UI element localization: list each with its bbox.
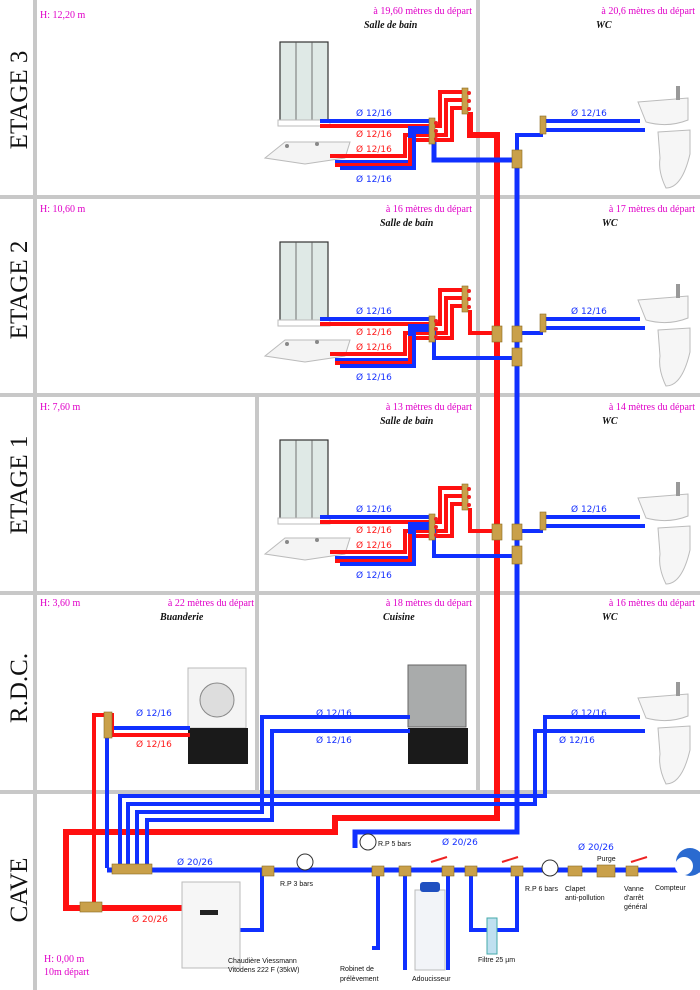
room-rdc-wc: WC — [602, 612, 618, 623]
laundry-sink-icon — [188, 728, 248, 764]
toilet-icon — [637, 85, 691, 189]
start-label: 10m départ — [44, 967, 89, 978]
dishwasher-icon — [407, 664, 467, 728]
pipe-label: Ø 12/16 — [356, 129, 392, 140]
height-etage2: H: 10,60 m — [40, 204, 86, 215]
toilet-icon — [637, 681, 691, 785]
room-rdc-laundry: Buanderie — [159, 612, 204, 623]
pipe-label: Ø 12/16 — [356, 174, 392, 185]
distance-etage1-bathroom: à 13 mètres du départ — [386, 402, 472, 413]
cold-manifold — [111, 863, 153, 875]
pipe-label: Ø 12/16 — [571, 504, 607, 515]
distance-etage2-wc: à 17 mètres du départ — [609, 204, 695, 215]
pipe-label: Ø 12/16 — [136, 739, 172, 750]
pipe-label: Ø 12/16 — [356, 372, 392, 383]
pipe-label: Ø 12/16 — [356, 342, 392, 353]
floor-etage1-pipes: Ø 12/16 Ø 12/16 Ø 12/16 Ø 12/16 Ø 12/16 — [264, 439, 691, 585]
pipe-label: Ø 12/16 — [316, 708, 352, 719]
height-rdc: H: 3,60 m — [40, 598, 81, 609]
floor-etage2-pipes: Ø 12/16 Ø 12/16 Ø 12/16 Ø 12/16 Ø 12/16 — [264, 241, 691, 387]
floor-label-etage1: ETAGE 1 — [6, 436, 33, 535]
pipe-label: Purge — [597, 856, 616, 863]
pipe-label: Ø 12/16 — [356, 108, 392, 119]
pipe-label: Vitodens 222 F (35kW) — [228, 967, 299, 974]
floor-rdc-pipes: Ø 12/16 Ø 12/16 Ø 12/16 Ø 12/16 Ø 12/16 … — [92, 664, 691, 908]
pipe-label: R.P 3 bars — [280, 881, 313, 888]
purge-filter-icon — [596, 864, 616, 878]
pipe-label: prélèvement — [340, 976, 379, 983]
distance-etage2-bathroom: à 16 mètres du départ — [386, 204, 472, 215]
pipe-label: anti-pollution — [565, 895, 605, 902]
pipe-label: Ø 12/16 — [559, 735, 595, 746]
pipe-label: Ø 12/16 — [316, 735, 352, 746]
pipe-label: Ø 12/16 — [136, 708, 172, 719]
pipe-label: Vanne — [624, 886, 644, 893]
floor-label-cave: CAVE — [6, 858, 33, 923]
pipe-label: Ø 12/16 — [356, 306, 392, 317]
shower-icon — [277, 41, 331, 127]
height-cave: H: 0,00 m — [44, 954, 85, 965]
pipe-label: Ø 20/26 — [442, 837, 478, 848]
floor-label-rdc: R.D.C. — [6, 653, 33, 723]
room-etage1-bathroom: Salle de bain — [380, 416, 434, 427]
pipe-label: Robinet de — [340, 966, 374, 973]
pipe-label: Ø 12/16 — [356, 540, 392, 551]
pipe-label: Ø 12/16 — [356, 570, 392, 581]
pipe-label: Ø 20/26 — [578, 842, 614, 853]
distance-etage1-wc: à 14 mètres du départ — [609, 402, 695, 413]
distance-etage3-wc: à 20,6 mètres du départ — [601, 6, 695, 17]
floor-etage3-pipes: Ø 12/16 Ø 12/16 Ø 12/16 Ø 12/16 Ø 12/16 — [264, 41, 691, 189]
pipe-label: Ø 12/16 — [356, 327, 392, 338]
hot-riser — [63, 112, 500, 911]
hot-manifold — [79, 901, 103, 913]
room-rdc-kitchen: Cuisine — [383, 612, 415, 623]
distance-rdc-kitchen: à 18 mètres du départ — [386, 598, 472, 609]
softener-icon — [414, 889, 446, 971]
pipe-label: général — [624, 904, 648, 911]
pipe-label: Ø 12/16 — [356, 144, 392, 155]
pipe-label: d'arrêt — [624, 895, 644, 902]
kitchen-sink-icon — [408, 728, 468, 764]
distance-rdc-laundry: à 22 mètres du départ — [168, 598, 254, 609]
pipe-label: Ø 12/16 — [571, 306, 607, 317]
pipe-label: Compteur — [655, 885, 686, 892]
pipe-label: R.P 5 bars — [378, 841, 411, 848]
pipe-label: Ø 12/16 — [356, 525, 392, 536]
pipe-label: Ø 20/26 — [132, 914, 168, 925]
pipe-label: Adoucisseur — [412, 976, 451, 983]
pipe-label: Ø 12/16 — [356, 504, 392, 515]
distance-rdc-wc: à 16 mètres du départ — [609, 598, 695, 609]
pipe-label: Clapet — [565, 886, 585, 893]
pipe-label: Ø 12/16 — [571, 108, 607, 119]
boiler-icon — [181, 881, 241, 969]
pipe-label: Chaudière Viessmann — [228, 958, 297, 965]
room-etage2-wc: WC — [602, 218, 618, 229]
room-etage3-bathroom: Salle de bain — [364, 20, 418, 31]
height-etage1: H: 7,60 m — [40, 402, 81, 413]
pipe-label: Ø 12/16 — [571, 708, 607, 719]
cold-riser — [352, 130, 520, 848]
height-etage3: H: 12,20 m — [40, 10, 86, 21]
pipe-label: R.P 6 bars — [525, 886, 558, 893]
pipe-label: Filtre 25 µm — [478, 957, 515, 964]
room-etage1-wc: WC — [602, 416, 618, 427]
cave-installation: Ø 20/26 Ø 20/26 Ø 20/26 Ø 20/26 R.P 3 ba… — [79, 833, 700, 983]
room-etage3-wc: WC — [596, 20, 612, 31]
floor-label-etage2: ETAGE 2 — [6, 241, 33, 340]
filter-icon — [486, 917, 498, 955]
room-etage2-bathroom: Salle de bain — [380, 218, 434, 229]
pressure-gauge-icon — [296, 853, 314, 871]
floor-label-etage3: ETAGE 3 — [6, 51, 33, 150]
tee-fitting — [511, 149, 523, 169]
distance-etage3-bathroom: à 19,60 mètres du départ — [373, 6, 472, 17]
pipe-label: Ø 20/26 — [177, 857, 213, 868]
